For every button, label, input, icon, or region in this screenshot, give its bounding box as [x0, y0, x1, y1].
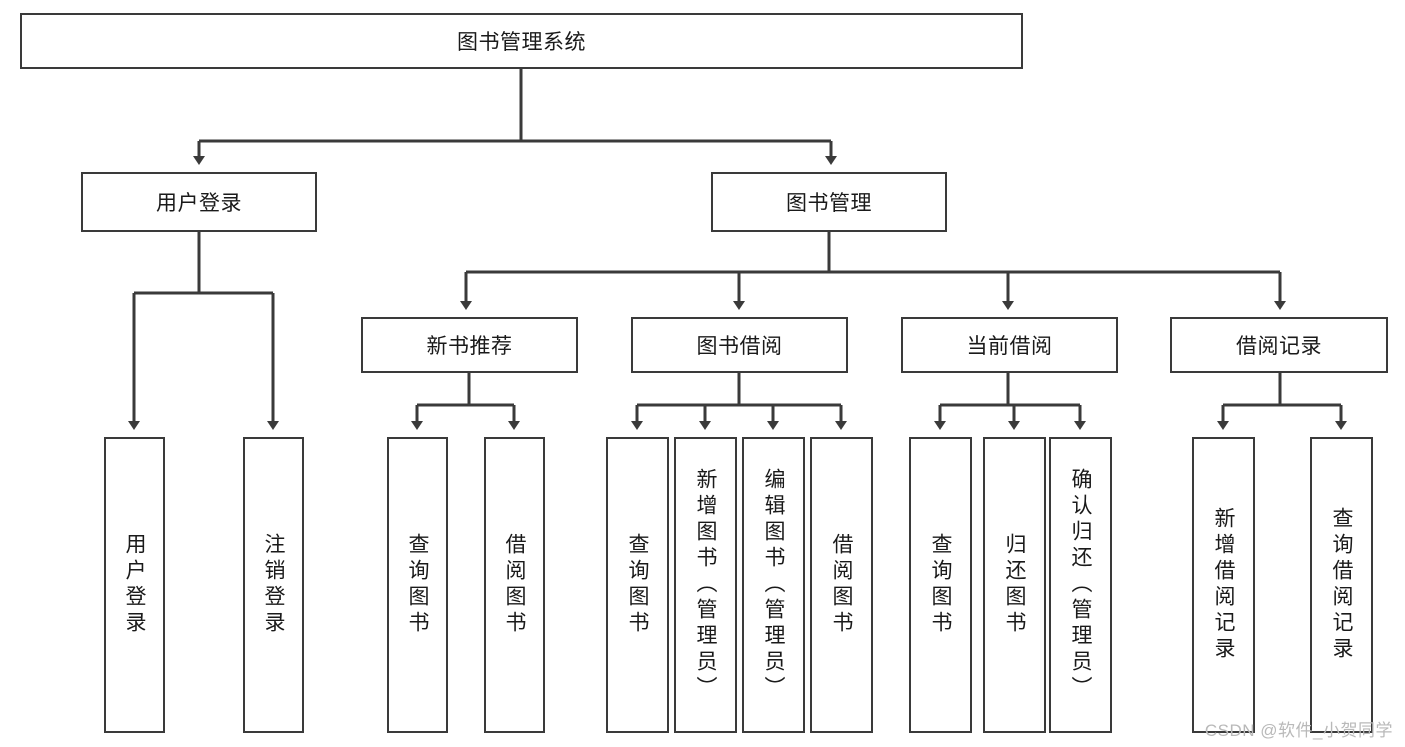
leaf-records-query-record[interactable]: 查询借阅记录 [1310, 437, 1373, 733]
leaf-borrow-add-book-admin[interactable]: 新增图书（管理员） [674, 437, 737, 733]
node-book-borrow[interactable]: 图书借阅 [631, 317, 848, 373]
node-current-borrow[interactable]: 当前借阅 [901, 317, 1118, 373]
leaf-user-login[interactable]: 用户登录 [104, 437, 165, 733]
node-root[interactable]: 图书管理系统 [20, 13, 1023, 69]
node-user-login[interactable]: 用户登录 [81, 172, 317, 232]
leaf-newbook-borrow-book[interactable]: 借阅图书 [484, 437, 545, 733]
leaf-current-query-book[interactable]: 查询图书 [909, 437, 972, 733]
csdn-watermark: CSDN @软件_小贺同学 [1204, 721, 1393, 740]
leaf-borrow-query-book[interactable]: 查询图书 [606, 437, 669, 733]
leaf-user-logout[interactable]: 注销登录 [243, 437, 304, 733]
leaf-borrow-edit-book-admin[interactable]: 编辑图书（管理员） [742, 437, 805, 733]
leaf-current-confirm-return-admin[interactable]: 确认归还（管理员） [1049, 437, 1112, 733]
leaf-borrow-lend-book[interactable]: 借阅图书 [810, 437, 873, 733]
leaf-current-return-book[interactable]: 归还图书 [983, 437, 1046, 733]
node-book-management[interactable]: 图书管理 [711, 172, 947, 232]
leaf-records-add-record[interactable]: 新增借阅记录 [1192, 437, 1255, 733]
node-borrow-records[interactable]: 借阅记录 [1170, 317, 1388, 373]
node-new-book-recommend[interactable]: 新书推荐 [361, 317, 578, 373]
leaf-newbook-query-book[interactable]: 查询图书 [387, 437, 448, 733]
